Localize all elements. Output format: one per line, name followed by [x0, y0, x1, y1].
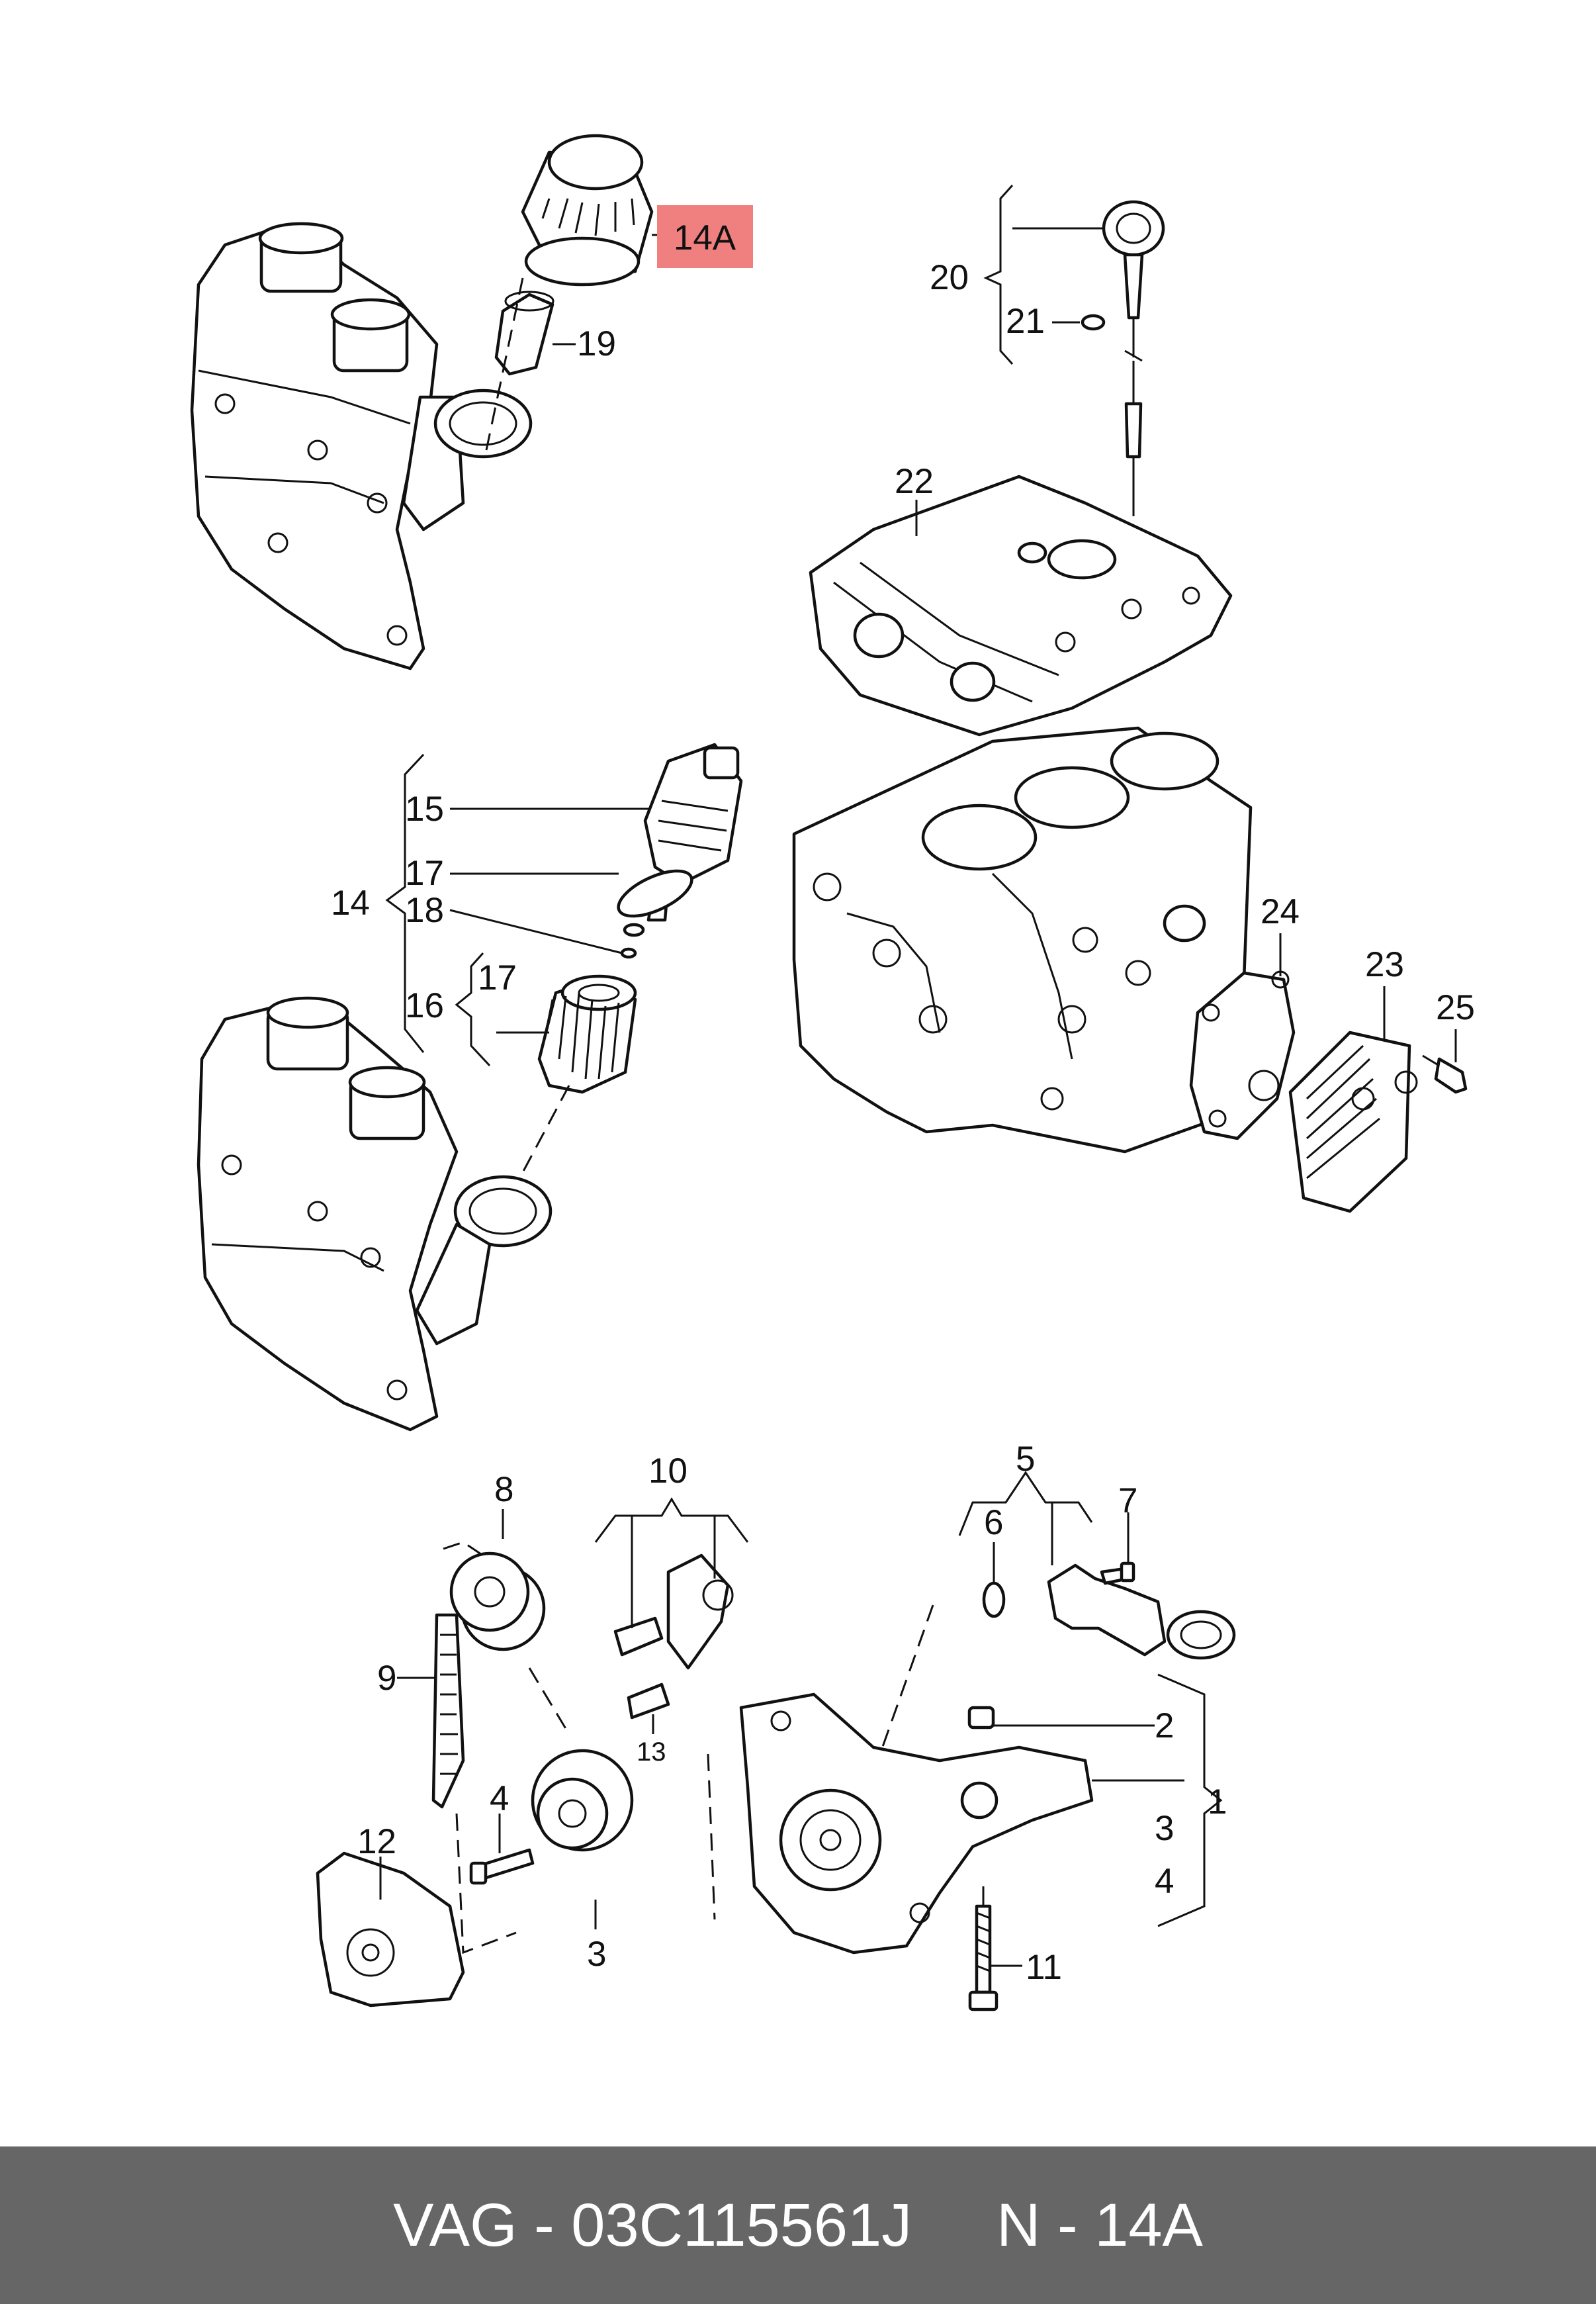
assembly-line-2	[515, 1085, 570, 1185]
callout-19: 19	[577, 324, 616, 363]
callout-20: 20	[930, 258, 969, 297]
oil-filter-element-19	[494, 291, 554, 376]
callout-3: 3	[587, 1935, 606, 1974]
oil-filter-housing-upper	[190, 222, 533, 670]
bolt-25	[1422, 1054, 1468, 1094]
callout-7: 7	[1118, 1481, 1137, 1520]
callout-12: 12	[357, 1822, 396, 1861]
engine-block	[792, 726, 1253, 1154]
part-number-text: VAG - 03C115561J N - 14A	[393, 2191, 1203, 2259]
sprocket-8	[449, 1551, 546, 1651]
callout-1: 1	[1208, 1782, 1227, 1821]
callout-10: 10	[648, 1452, 687, 1491]
pickup-pipe-5	[1047, 1563, 1236, 1660]
assembly-line-5	[879, 1604, 934, 1755]
dowel-2	[967, 1706, 995, 1729]
callout-24: 24	[1261, 892, 1300, 931]
callout-4-pump: 4	[1155, 1862, 1174, 1901]
bolt-4	[469, 1848, 535, 1885]
callout-9: 9	[377, 1659, 396, 1698]
oil-pump-1	[739, 1692, 1094, 1955]
callout-5: 5	[1016, 1440, 1035, 1479]
bolt-7	[1100, 1561, 1135, 1585]
callout-3-pump: 3	[1155, 1809, 1174, 1848]
oil-cooler-23	[1288, 1031, 1418, 1213]
callout-8: 8	[494, 1470, 513, 1509]
assembly-line	[485, 277, 524, 451]
callout-2: 2	[1155, 1706, 1174, 1745]
callout-13: 13	[637, 1737, 666, 1767]
oil-filter-housing-lower	[197, 996, 553, 1432]
callout-16: 16	[405, 986, 444, 1025]
o-ring-17-upper	[617, 869, 693, 918]
callout-25: 25	[1436, 988, 1475, 1027]
sprocket-3	[531, 1749, 634, 1852]
cover-12	[316, 1851, 465, 2007]
oil-filter-14A	[521, 134, 654, 287]
o-ring-18	[620, 923, 645, 959]
callout-18: 18	[405, 891, 444, 930]
gasket-24	[1189, 970, 1296, 1140]
filter-element-16	[537, 974, 637, 1094]
callout-14: 14	[331, 884, 370, 923]
timing-chain-9	[431, 1541, 484, 1809]
callout-11: 11	[1026, 1948, 1062, 1987]
cylinder-head-cover-22	[809, 475, 1233, 737]
highlight-box	[657, 205, 753, 268]
seal-21	[1081, 314, 1106, 331]
callout-22: 22	[895, 462, 934, 501]
assembly-line-6	[707, 1753, 716, 1920]
callout-15: 15	[405, 790, 444, 829]
bolt-11	[968, 1886, 998, 2011]
callout-17-upper: 17	[405, 854, 444, 893]
dipstick-20	[1102, 200, 1165, 591]
callout-4: 4	[490, 1779, 509, 1818]
assembly-line-3	[528, 1667, 570, 1735]
chain-tensioner-10	[613, 1553, 734, 1720]
assembly-line-4	[455, 1813, 517, 1955]
callout-14A: 14A	[674, 218, 736, 257]
callout-6: 6	[984, 1503, 1003, 1542]
callout-17-lower: 17	[478, 958, 517, 997]
part-number-footer: VAG - 03C115561J N - 14A	[0, 2146, 1596, 2304]
o-ring-6	[982, 1581, 1006, 1618]
callout-23: 23	[1365, 945, 1404, 984]
callout-21: 21	[1006, 302, 1045, 341]
